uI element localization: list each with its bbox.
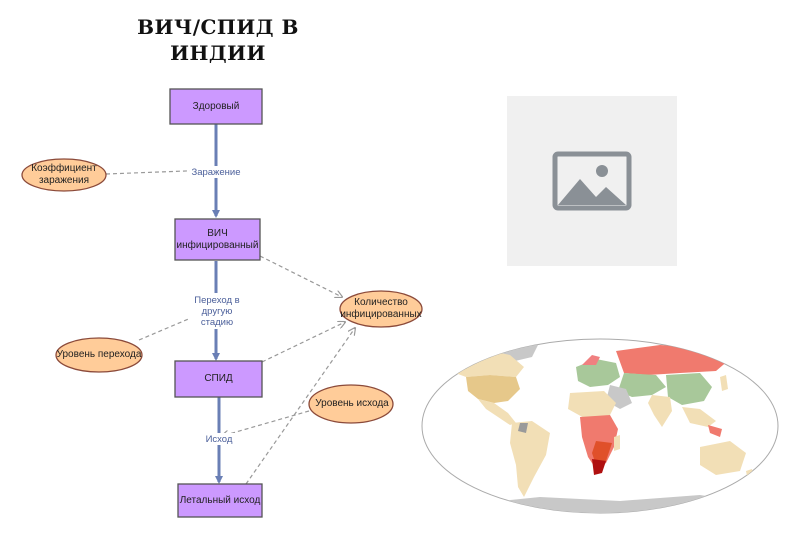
var-outcome-rate[interactable] (308, 384, 394, 424)
title-line-1: ВИЧ/СПИД В (137, 15, 299, 39)
link-hiv-to-count (259, 255, 342, 297)
link-aids-to-count (261, 322, 345, 363)
world-map-svg (421, 338, 779, 514)
link-infection-rate (105, 170, 212, 175)
image-placeholder (507, 96, 677, 266)
image-icon (552, 151, 632, 211)
link-transition-rate (138, 309, 212, 341)
stock-hiv[interactable] (174, 218, 261, 261)
stock-healthy[interactable] (169, 88, 263, 125)
world-map (420, 337, 780, 520)
diagram-title: ВИЧ/СПИД В ИНДИИ (118, 14, 318, 66)
var-infected-count[interactable] (339, 290, 423, 328)
var-transition-rate[interactable] (55, 337, 143, 373)
link-death-to-count (245, 328, 355, 485)
stock-aids[interactable] (174, 360, 263, 398)
stock-death[interactable] (177, 483, 263, 518)
title-line-2: ИНДИИ (170, 41, 266, 65)
var-infection-rate[interactable] (21, 158, 107, 192)
link-outcome-rate (222, 410, 310, 436)
